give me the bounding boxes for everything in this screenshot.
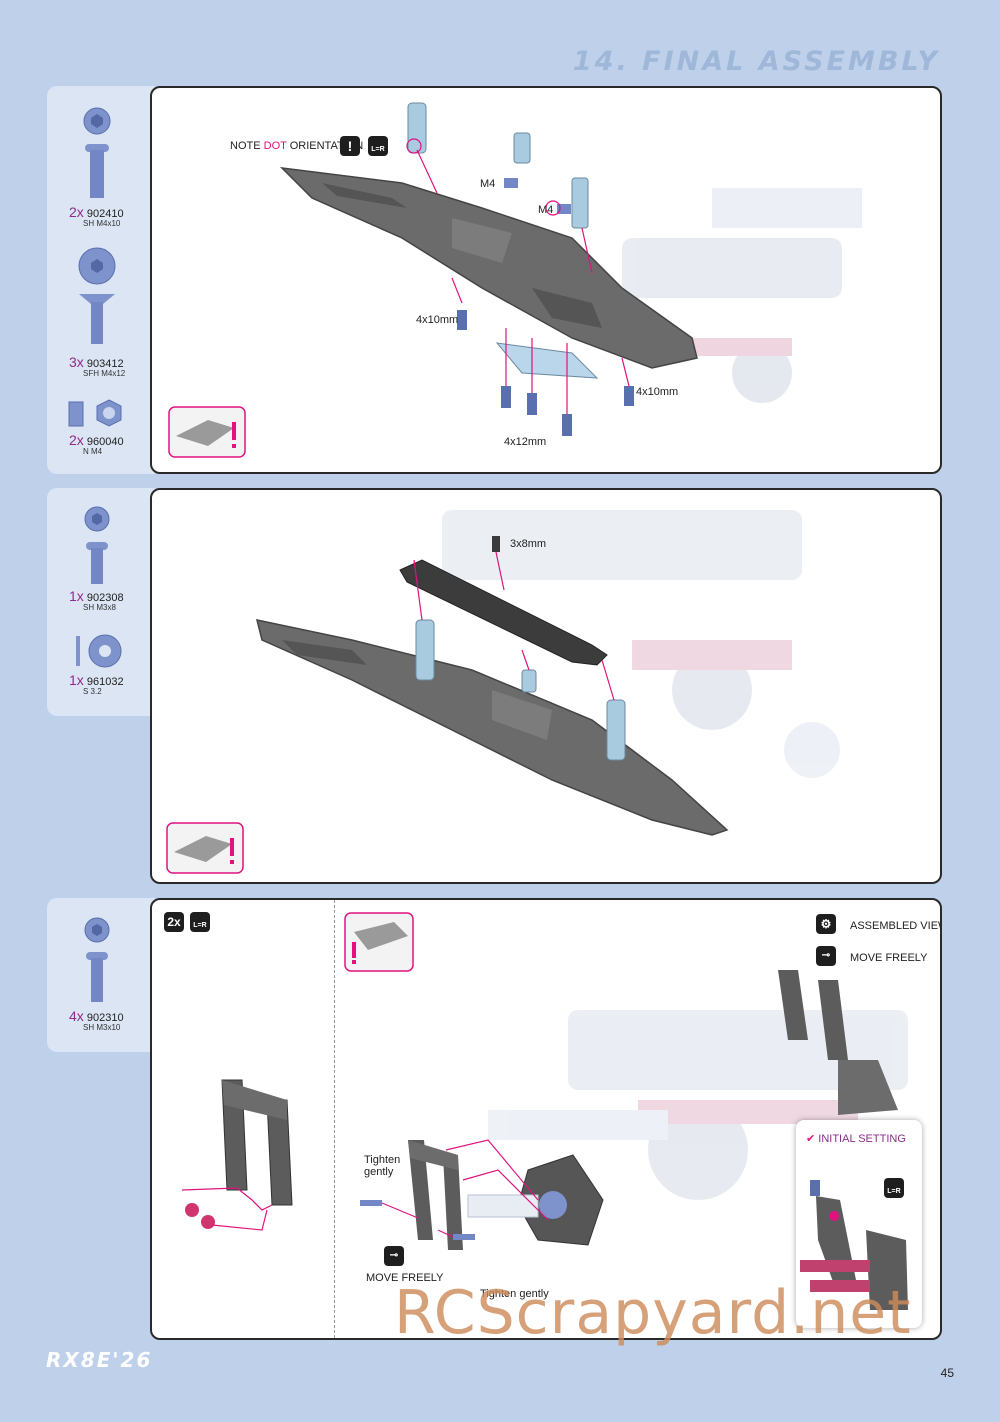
- sub-step-divider: [334, 900, 335, 1338]
- label-screw-3x8: 3x8mm: [510, 538, 547, 550]
- parts-list-step1: 2x 902410 SH M4x10 3x 903412 SFH M4x12 2…: [47, 86, 155, 474]
- part-903412: 3x 903412 SFH M4x12: [69, 354, 126, 378]
- part-902308: 1x 902308 SH M3x8: [69, 588, 124, 612]
- label-screw-4x10-right: 4x10mm: [636, 386, 679, 398]
- move-freely-icon: ⊸: [816, 946, 836, 966]
- left-right-same-icon: L=R: [190, 912, 210, 932]
- upright-mount-subassembly: [181, 1079, 293, 1231]
- page-title: 14. FINAL ASSEMBLY: [572, 46, 940, 77]
- screw-sh-m4x10-icon: [83, 107, 111, 198]
- step2-panel: 3x8mm: [150, 488, 942, 884]
- watermark: RCScrapyard.net: [394, 1278, 912, 1348]
- nut-m4-icon: [68, 399, 122, 427]
- part-902310: 4x 902310 SH M3x10: [69, 1008, 124, 1032]
- warning-icon: !: [340, 136, 360, 156]
- label-move-freely-bottom: MOVE FREELY: [366, 1272, 444, 1284]
- label-tighten-gently-bottom: Tighten gently: [480, 1288, 549, 1300]
- step3-panel: 2x L=R: [150, 898, 942, 1340]
- label-initial-setting: ✔ INITIAL SETTING: [806, 1133, 906, 1145]
- initial-setting-inset: ✔ INITIAL SETTING L=R: [796, 1120, 922, 1328]
- label-assembled-view: ASSEMBLED VIEW: [850, 920, 942, 932]
- locator-thumbnail: [166, 822, 244, 874]
- car-chassis-illustration: [279, 102, 862, 436]
- parts-list-step2: 1x 902308 SH M3x8 1x 961032 S 3.2: [47, 488, 155, 716]
- part-960040: 2x 960040 N M4: [69, 432, 124, 456]
- locator-thumbnail: [344, 912, 414, 972]
- rear-suspension-illustration: [360, 970, 908, 1250]
- quantity-badge: 2x: [164, 912, 184, 932]
- screw-sh-m3x10-icon: [84, 917, 110, 1002]
- locator-thumbnail: [168, 406, 246, 458]
- wing-mount-brace-illustration: [255, 510, 840, 836]
- screw-sh-m3x8-icon: [84, 506, 110, 584]
- move-freely-icon: ⊸: [384, 1246, 404, 1266]
- step1-panel: NOTE DOT ORIENTATION ! L=R M4 M4 4x10mm …: [150, 86, 942, 474]
- label-move-freely-top: MOVE FREELY: [850, 952, 928, 964]
- label-m4-b: M4: [538, 204, 554, 216]
- left-right-same-icon: L=R: [368, 136, 388, 156]
- part-902410: 2x 902410 SH M4x10: [69, 204, 124, 228]
- washer-s32-icon: [76, 634, 122, 668]
- left-right-same-icon: L=R: [884, 1178, 904, 1198]
- parts-list-step3: 4x 902310 SH M3x10: [47, 898, 155, 1052]
- part-961032: 1x 961032 S 3.2: [69, 672, 124, 696]
- label-tighten-gently-left: Tighten gently: [364, 1154, 401, 1178]
- model-logo: RX8E'26: [46, 1348, 153, 1372]
- label-m4-a: M4: [480, 178, 496, 190]
- label-screw-4x12: 4x12mm: [504, 436, 547, 448]
- page-number: 45: [940, 1366, 954, 1380]
- assembled-view-icon: ⚙: [816, 914, 836, 934]
- initial-setting-detail: [800, 1180, 908, 1310]
- label-screw-4x10-left: 4x10mm: [416, 314, 459, 326]
- screw-sfh-m4x12-icon: [78, 247, 116, 344]
